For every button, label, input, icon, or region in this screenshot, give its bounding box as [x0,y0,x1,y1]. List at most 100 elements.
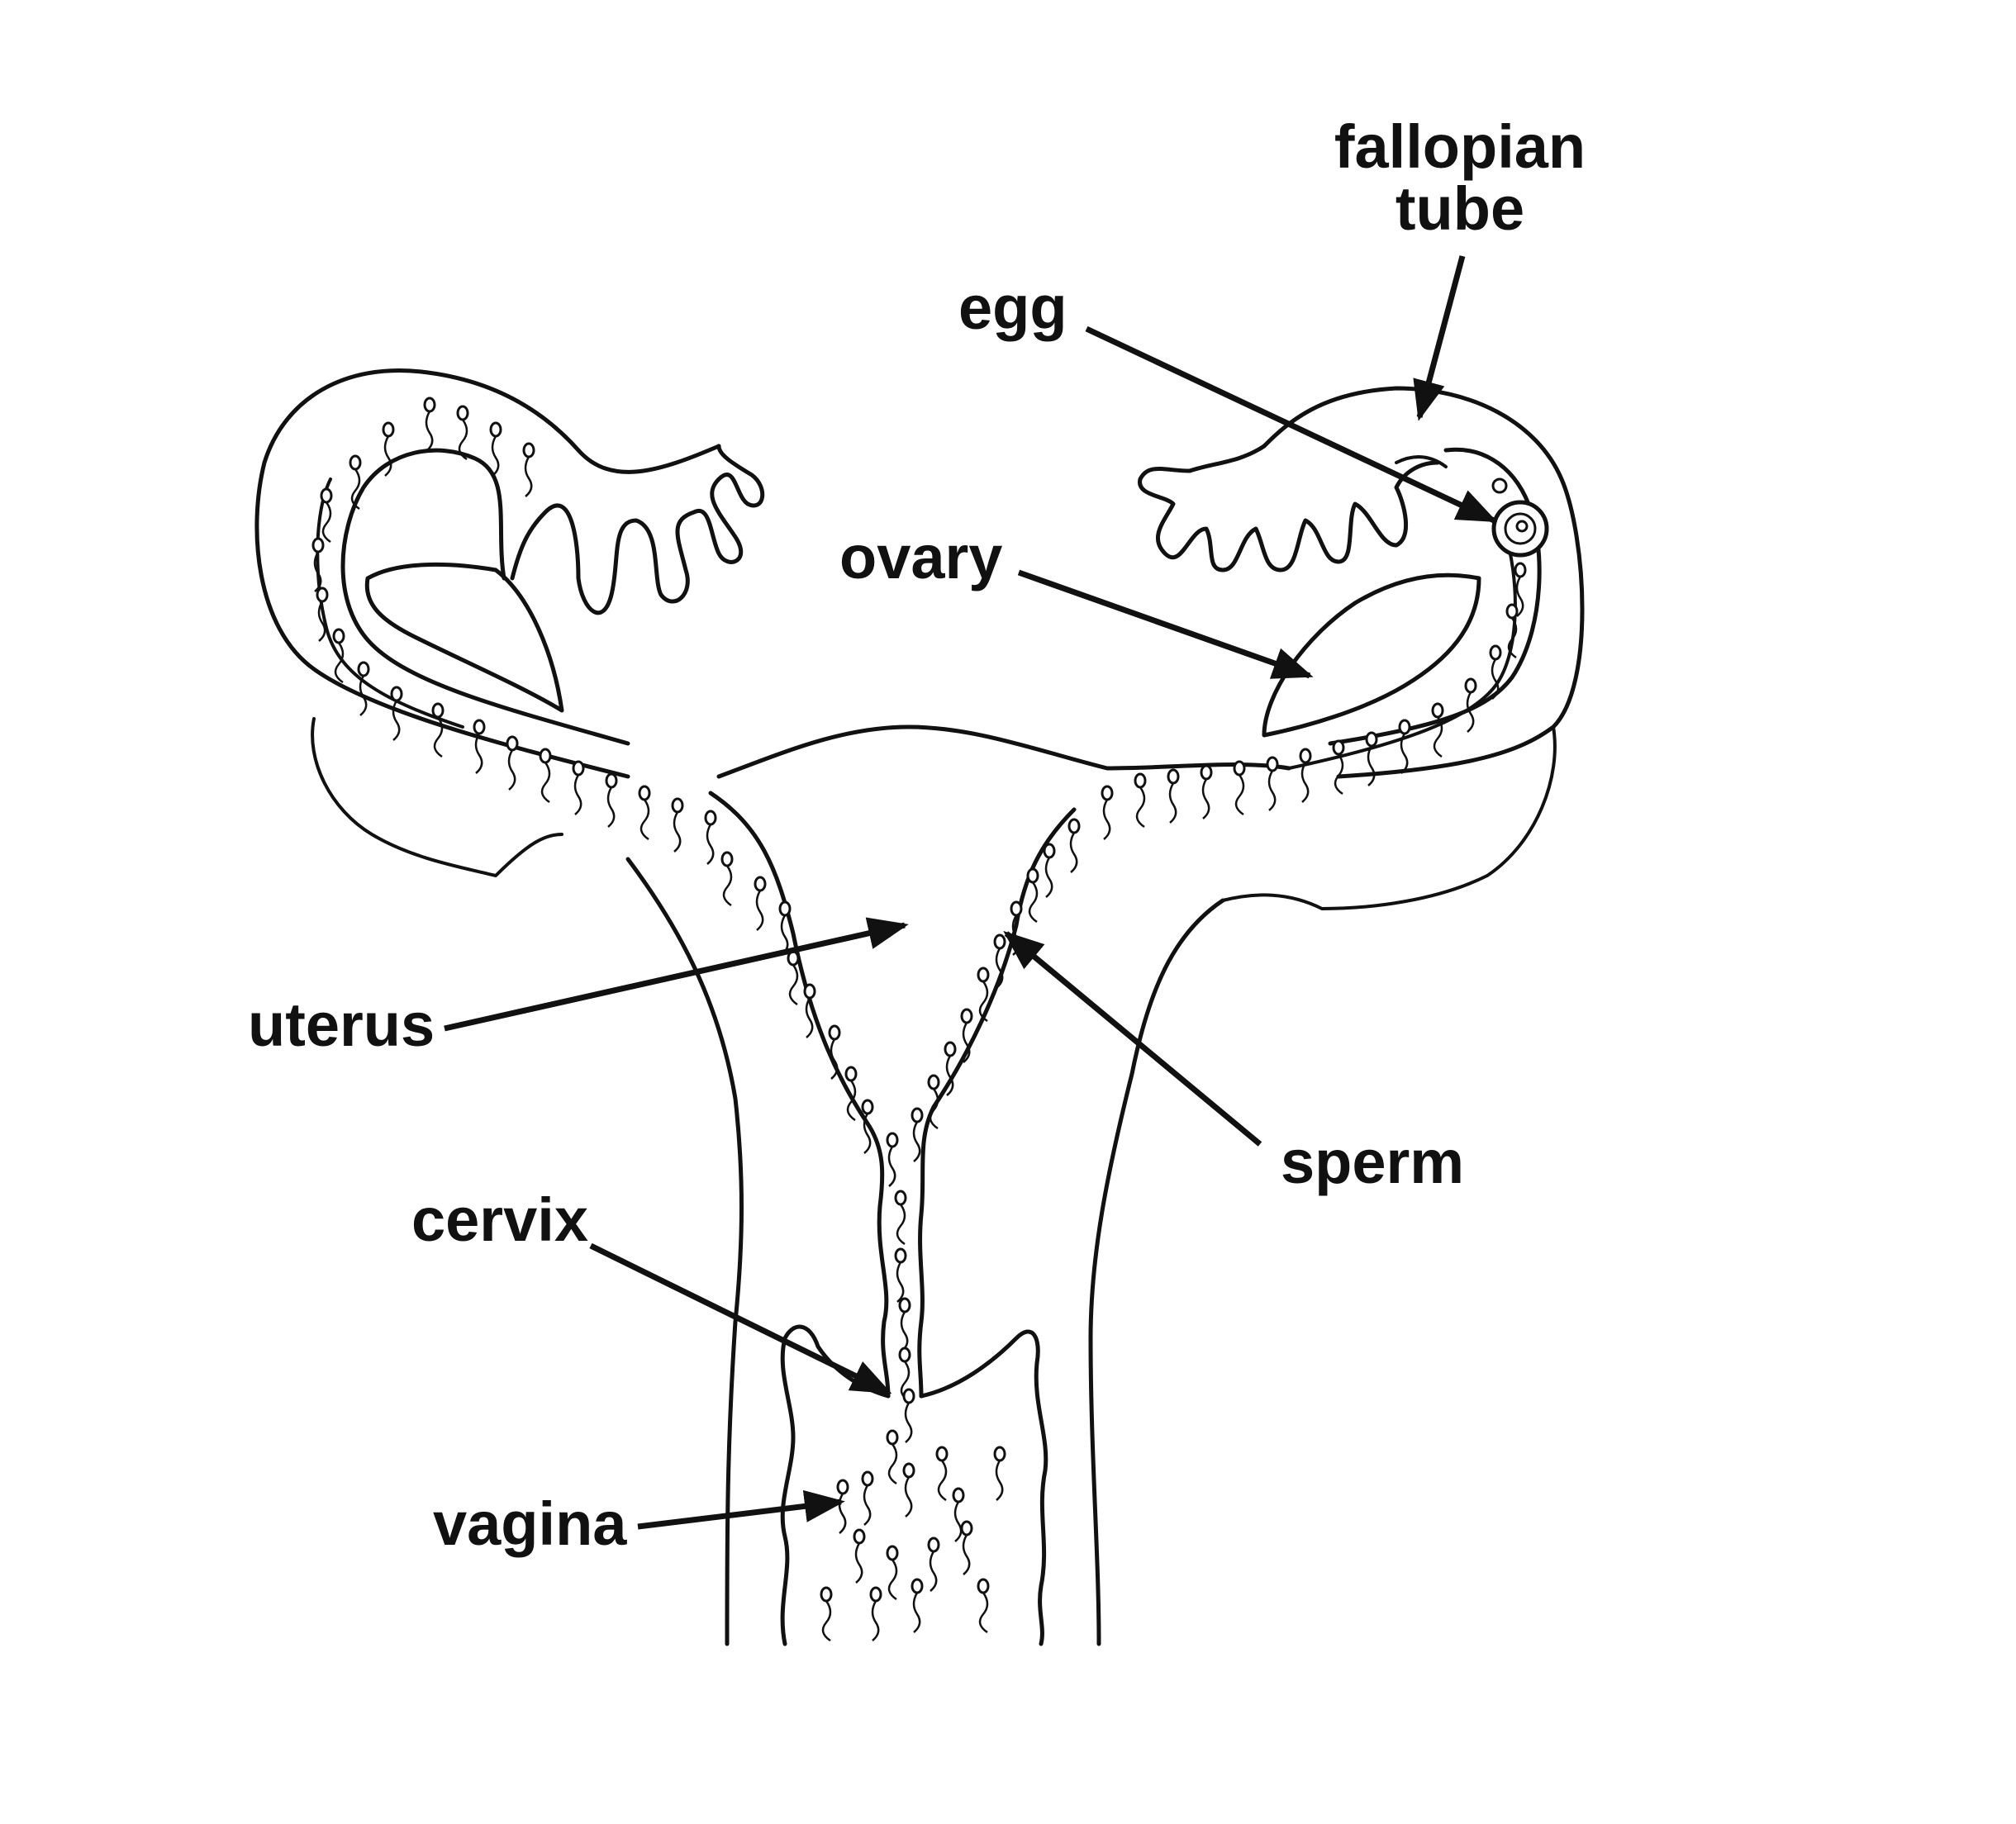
label-egg: egg [958,273,1067,342]
sperm-cell-tail [912,1592,921,1633]
sperm-cell-tail [1044,857,1053,898]
sperm-cell-tail [359,675,368,716]
right-fallopian-tube-inner [1328,447,1542,746]
sperm-cell-tail [945,1055,954,1096]
sperm-cell-tail [995,948,1004,989]
sperm-cell-tail [896,1261,905,1303]
sperm-cell-tail [904,1402,913,1443]
sperm-cell-head [320,487,333,504]
sperm-cell-head [902,1388,915,1404]
sperm-cell-head [431,702,445,719]
sperm-cell-tail [1515,576,1524,617]
sperm-cell-head [390,686,403,702]
sperm-cell-head [898,1297,911,1313]
sperm-cell-tail [887,1559,898,1601]
sperm-cell-head [960,1520,973,1537]
sperm-cell-head [349,454,362,471]
sperm-cell-head [1043,843,1056,859]
sperm-cell-tail [854,1542,863,1584]
sperm-cell-head [1233,760,1246,777]
sperm-cell-tail [1400,733,1409,774]
sperm-cell-tail [962,1534,971,1575]
label-fallopian-tube-line2: tube [1396,174,1524,243]
sperm-cell-head [977,967,990,983]
sperm-cell-head [605,772,618,789]
sperm-cell-tail [912,1121,921,1162]
sperm-cell-head [778,900,792,917]
sperm-cell-head [1167,768,1180,785]
sperm-cell-head [911,1107,924,1123]
sperm-cell-head [1505,603,1519,620]
sperm-cell-head [1431,702,1444,719]
left-fimbriae [510,444,765,615]
sperm-cells [311,397,1527,1642]
sperm-cell-head [456,405,469,421]
fallopian-tube-arrow [1413,255,1466,421]
sperm-cell-head [894,1247,907,1264]
sperm-cell-head [489,421,502,438]
diagram-labels: fallopian tube egg ovary uterus sperm ce… [248,112,1586,1558]
ovary-arrow [1017,569,1314,679]
uterus-fundus [716,724,1291,779]
uterus-arrow [444,917,909,1032]
sperm-cell-tail [1135,786,1146,829]
sperm-cell-head [935,1446,949,1462]
sperm-cell-tail [507,749,516,791]
sperm-cell-head [382,421,395,438]
vagina-arrow [637,1489,845,1530]
sperm-cell-head [844,1066,858,1082]
left-fallopian-tube-outer [254,368,721,779]
sperm-cell-tail [334,642,345,684]
sperm-cell-tail [863,1113,872,1154]
sperm-cell-tail [1267,770,1277,811]
sperm-cell-head [861,1099,874,1115]
sperm-cell-tail [573,774,582,815]
label-sperm: sperm [1281,1128,1464,1196]
sperm-cell-head [1398,719,1411,735]
sperm-cell-tail [317,601,326,642]
sperm-cell-tail [350,468,361,511]
sperm-cell-head [952,1487,965,1503]
right-fallopian-tube-outer [1262,386,1585,779]
sperm-cell-tail [425,411,434,452]
sperm-cell-head [1365,731,1378,748]
sperm-cell-head [1299,748,1312,764]
sperm-cell-head [820,1586,833,1603]
sperm-cell-tail [1507,617,1518,659]
sperm-cell-tail [1201,778,1210,819]
sperm-cell-tail [1168,782,1177,824]
sperm-cell-head [423,397,436,413]
sperm-cell-head [671,797,684,814]
sperm-cell-head [506,735,519,752]
sperm-cell-tail [392,700,401,741]
sperm-cell-tail [788,964,799,1006]
sperm-cell-tail [1334,753,1344,796]
sperm-cell-tail [1234,774,1245,816]
sperm-cell-head [1010,900,1023,917]
sperm-cell-head [886,1132,899,1148]
uterus-right-outer-wall [1088,898,1225,1646]
egg-arrow [1085,325,1498,524]
sperm-cell-head [473,719,486,735]
sperm-cell-tail [937,1460,948,1502]
sperm-cell-head [1067,818,1081,834]
sperm-cell-head [853,1528,866,1545]
sperm-cell-head [1134,772,1147,789]
sperm-cell-head [720,851,734,867]
sperm-cell-head [522,442,535,458]
sperm-cell-tail [433,716,444,758]
sperm-cell-tail [722,865,733,907]
right-ligament-fold [1221,725,1557,910]
sperm-cell-head [332,628,345,644]
sperm-cell-head [944,1041,957,1057]
sperm-cell-tail [929,1551,938,1592]
sperm-cell-tail [474,733,483,774]
sperm-cell-head [638,785,651,801]
sperm-cell-tail [313,551,322,592]
sperm-cell-tail [805,997,814,1038]
left-ligament-fold [311,717,563,877]
sperm-cell-tail [896,1204,906,1246]
sperm-arrow [1003,930,1262,1147]
sperm-cell-tail [900,1311,909,1352]
